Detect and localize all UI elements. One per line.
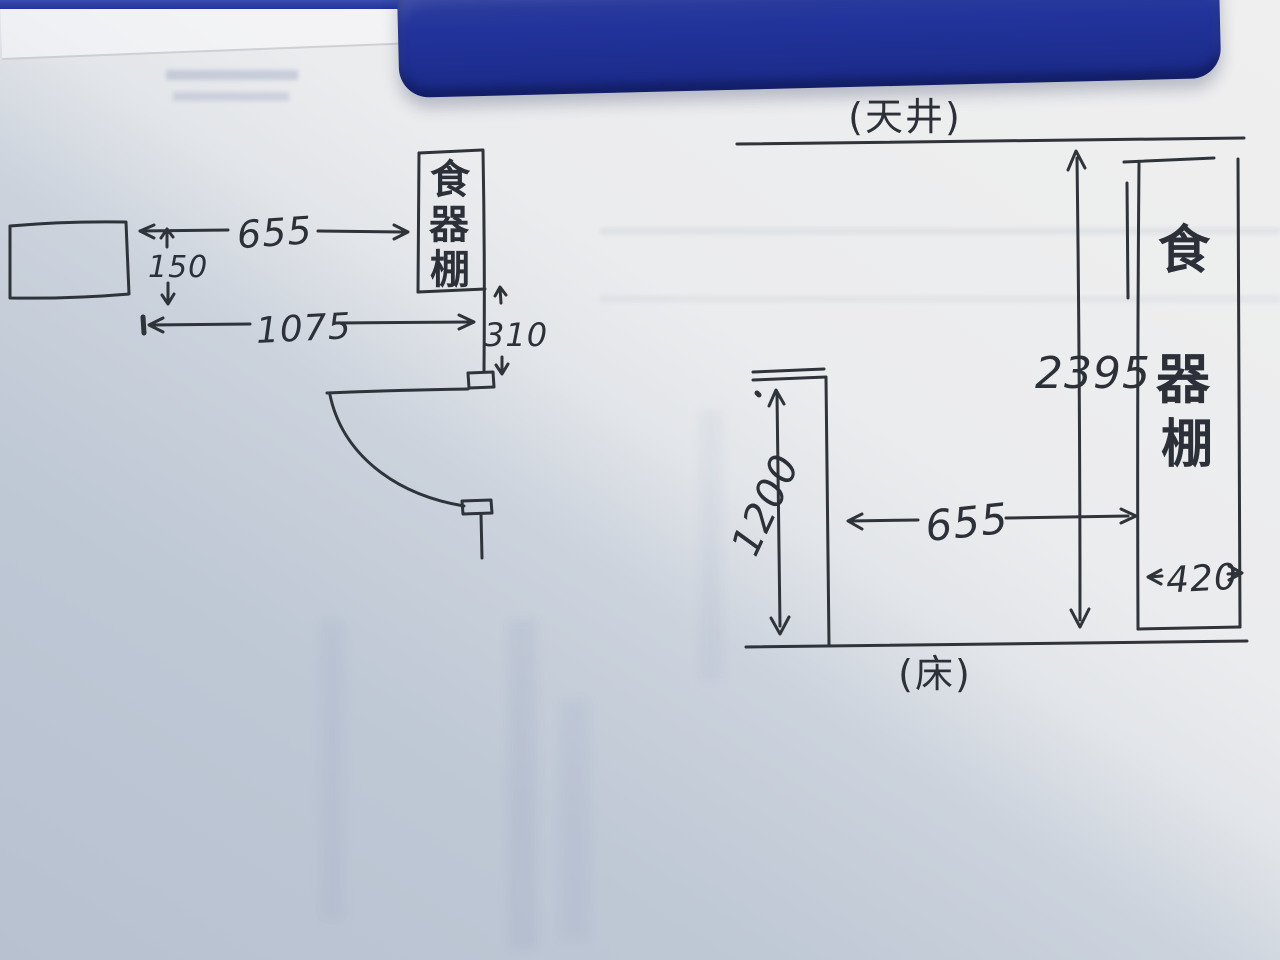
dim-label-150: 150 [148, 250, 208, 285]
door-hinge-block [466, 370, 496, 390]
left-cabinet-char-2: 器 [429, 202, 470, 248]
dim-label-310: 310 [484, 316, 548, 354]
door-jamb [479, 512, 484, 560]
dim-line [1004, 514, 1130, 520]
cabinet-left [1136, 161, 1141, 631]
cabinet-right [1236, 157, 1242, 629]
dim-tick [140, 314, 147, 336]
arrow-down [160, 281, 176, 306]
left-dim-310 [493, 285, 510, 376]
dim-line [775, 392, 782, 628]
arrowhead-down [1069, 607, 1091, 629]
ceiling-label: (天井) [848, 95, 962, 139]
arrowhead-up [767, 388, 786, 408]
cabinet-bottom [1136, 625, 1242, 631]
right-cabinet-char-3: 棚 [1161, 415, 1213, 475]
left-cabinet-char-1: 食 [430, 157, 471, 203]
counter-side [824, 376, 831, 647]
dim-label-655-left: 655 [235, 208, 313, 257]
left-dim-655 [138, 223, 410, 241]
dim-label-420: 420 [1165, 557, 1239, 602]
left-dim-1075 [140, 313, 476, 336]
counter-top-line [751, 375, 828, 382]
left-dim-150 [159, 227, 176, 306]
wall-line [325, 387, 470, 395]
cabinet-top [1122, 156, 1216, 164]
cabinet-inner-line [1125, 181, 1130, 300]
dim-line [334, 320, 472, 325]
arrowhead-right [1119, 507, 1138, 525]
dim-line [138, 228, 230, 233]
dim-label-655-right: 655 [923, 494, 1011, 551]
dim-label-2395: 2395 [1035, 348, 1151, 399]
arrowhead-right [457, 313, 476, 331]
cabinet-bottom [416, 287, 487, 294]
left-plan-counter-rect [8, 220, 131, 300]
dim-label-1075: 1075 [255, 306, 353, 352]
right-dim-2395 [1066, 149, 1091, 629]
left-cabinet-char-3: 棚 [430, 247, 470, 293]
cabinet-left [416, 151, 421, 294]
left-door [325, 387, 494, 560]
arrow-up [159, 227, 175, 249]
left-cabinet-box [416, 148, 496, 390]
right-dim-1200 [767, 388, 791, 636]
right-cabinet-char-1: 食 [1158, 221, 1211, 281]
arrowhead-up [1066, 149, 1087, 172]
ceiling-line [735, 136, 1246, 146]
dim-line [1147, 574, 1164, 579]
dim-line [148, 322, 252, 327]
right-dim-655 [846, 507, 1138, 531]
arrowhead-down [769, 615, 791, 636]
dim-line [1075, 156, 1082, 622]
binder-edge-strip [0, 0, 412, 9]
floor-line [744, 639, 1249, 649]
door-swing-arc [328, 393, 466, 508]
counter-outline [8, 220, 131, 300]
cabinet-right-wall [481, 148, 486, 373]
dim-line [847, 518, 920, 523]
right-cabinet-char-2: 器 [1156, 348, 1211, 411]
counter-top-line [751, 367, 826, 374]
arrow-up [493, 285, 508, 305]
right-cabinet-box [1122, 156, 1242, 631]
dim-label-1200: 1200 [723, 447, 809, 562]
dim-line [316, 229, 406, 234]
floor-label: (床) [898, 652, 972, 696]
cabinet-top [417, 148, 484, 155]
pen-dot [754, 390, 762, 398]
arrowhead-right [392, 223, 410, 241]
arrowhead-right [1227, 564, 1244, 582]
door-leaf [460, 498, 494, 516]
arrow-down [494, 355, 510, 376]
right-dim-420 [1146, 564, 1244, 586]
right-counter [751, 367, 831, 647]
